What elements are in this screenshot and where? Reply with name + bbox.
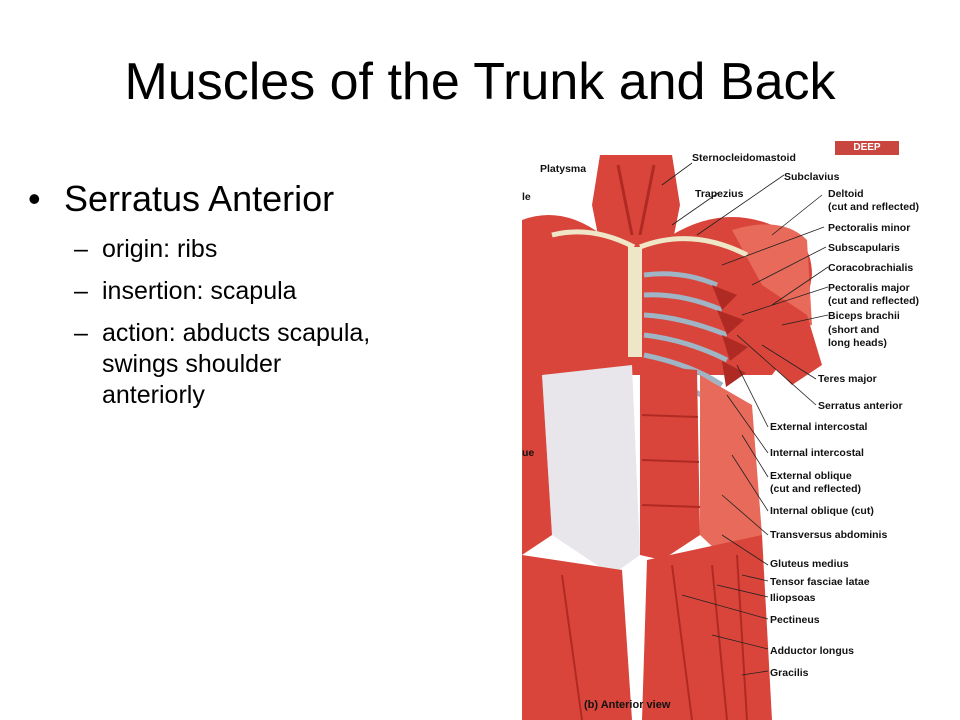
label-cut-left-2: ue — [522, 447, 535, 459]
label-deltoid-note: (cut and reflected) — [828, 201, 920, 213]
label-biceps-note-1: (short and — [828, 324, 880, 336]
label-pectineus: Pectineus — [770, 614, 820, 626]
label-sternocleidomastoid: Sternocleidomastoid — [692, 152, 796, 164]
arm-shape — [752, 285, 822, 385]
oblique-muscles — [700, 375, 762, 565]
label-iliopsoas: Iliopsoas — [770, 592, 816, 604]
right-clavicle — [639, 236, 749, 258]
sub-bullet-origin: – origin: ribs — [74, 234, 488, 265]
label-internal-oblique: Internal oblique (cut) — [770, 505, 874, 517]
sub-bullet-text: origin: ribs — [102, 235, 218, 263]
right-thigh — [642, 535, 772, 720]
sternocleidomastoid-shape — [616, 164, 656, 246]
sub-bullet-line: action: abducts scapula, — [102, 319, 371, 347]
label-pectoralis-major: Pectoralis major — [828, 282, 910, 294]
dash-marker: – — [74, 235, 88, 263]
sub-bullet-list: – origin: ribs – insertion: scapula – ac… — [28, 234, 488, 411]
figure-caption: (b) Anterior view — [584, 699, 671, 711]
label-serratus-anterior: Serratus anterior — [818, 400, 903, 412]
label-platysma: Platysma — [540, 163, 587, 175]
bullet-heading-row: • Serratus Anterior — [28, 178, 488, 220]
sub-bullet-action: – action: abducts scapula, swings should… — [74, 318, 488, 411]
label-teres-major: Teres major — [818, 373, 877, 385]
bullet-marker: • — [28, 178, 41, 219]
label-external-intercostal: External intercostal — [770, 421, 868, 433]
label-adductor-longus: Adductor longus — [770, 645, 854, 657]
label-internal-intercostal: Internal intercostal — [770, 447, 864, 459]
label-external-oblique: External oblique — [770, 470, 852, 482]
sub-bullet-text-block: action: abducts scapula, swings shoulder… — [102, 318, 370, 411]
left-flank — [522, 375, 552, 555]
abdominal-aponeurosis — [542, 365, 640, 575]
label-subclavius: Subclavius — [784, 171, 840, 183]
label-pectoralis-minor: Pectoralis minor — [828, 222, 911, 234]
label-coracobrachialis: Coracobrachialis — [828, 262, 914, 274]
sternum — [628, 247, 642, 357]
label-trapezius: Trapezius — [695, 188, 744, 200]
label-cut-left-1: le — [522, 191, 531, 203]
label-gracilis: Gracilis — [770, 667, 809, 679]
bullet-heading: Serratus Anterior — [64, 178, 335, 219]
slide-title: Muscles of the Trunk and Back — [124, 53, 836, 111]
left-thigh — [522, 555, 632, 720]
sub-bullet-line: anteriorly — [102, 381, 205, 409]
deltoid-shape — [732, 224, 812, 330]
sub-bullet-insertion: – insertion: scapula — [74, 276, 488, 307]
sub-bullet-text: insertion: scapula — [102, 277, 297, 305]
label-tensor-fasciae-latae: Tensor fasciae latae — [770, 576, 870, 588]
deep-badge: DEEP — [835, 141, 899, 155]
thigh-muscle-lines — [561, 554, 748, 720]
neck-muscles — [592, 155, 680, 245]
label-pectoralis-major-note: (cut and reflected) — [828, 295, 920, 307]
anatomy-illustration — [522, 155, 829, 720]
dash-marker: – — [74, 277, 88, 305]
label-biceps-note-2: long heads) — [828, 337, 887, 349]
serratus-anterior-shape — [712, 285, 748, 387]
label-transversus-abdominis: Transversus abdominis — [770, 529, 888, 541]
label-deltoid: Deltoid — [828, 188, 864, 200]
label-biceps-brachii: Biceps brachii — [828, 310, 900, 322]
label-subscapularis: Subscapularis — [828, 242, 900, 254]
rectus-tendinous-lines — [641, 414, 701, 508]
label-gluteus-medius: Gluteus medius — [770, 558, 849, 570]
anatomy-figure: DEEP Platysma Sternocleidomastoid le Sub… — [522, 135, 960, 720]
sub-bullet-line: swings shoulder — [102, 350, 282, 378]
dash-marker: – — [74, 319, 88, 347]
bullet-list: • Serratus Anterior – origin: ribs – ins… — [28, 178, 488, 422]
rectus-abdominis — [640, 365, 700, 560]
leader-lines — [661, 162, 829, 676]
left-clavicle — [551, 229, 636, 250]
label-external-oblique-note: (cut and reflected) — [770, 483, 862, 495]
